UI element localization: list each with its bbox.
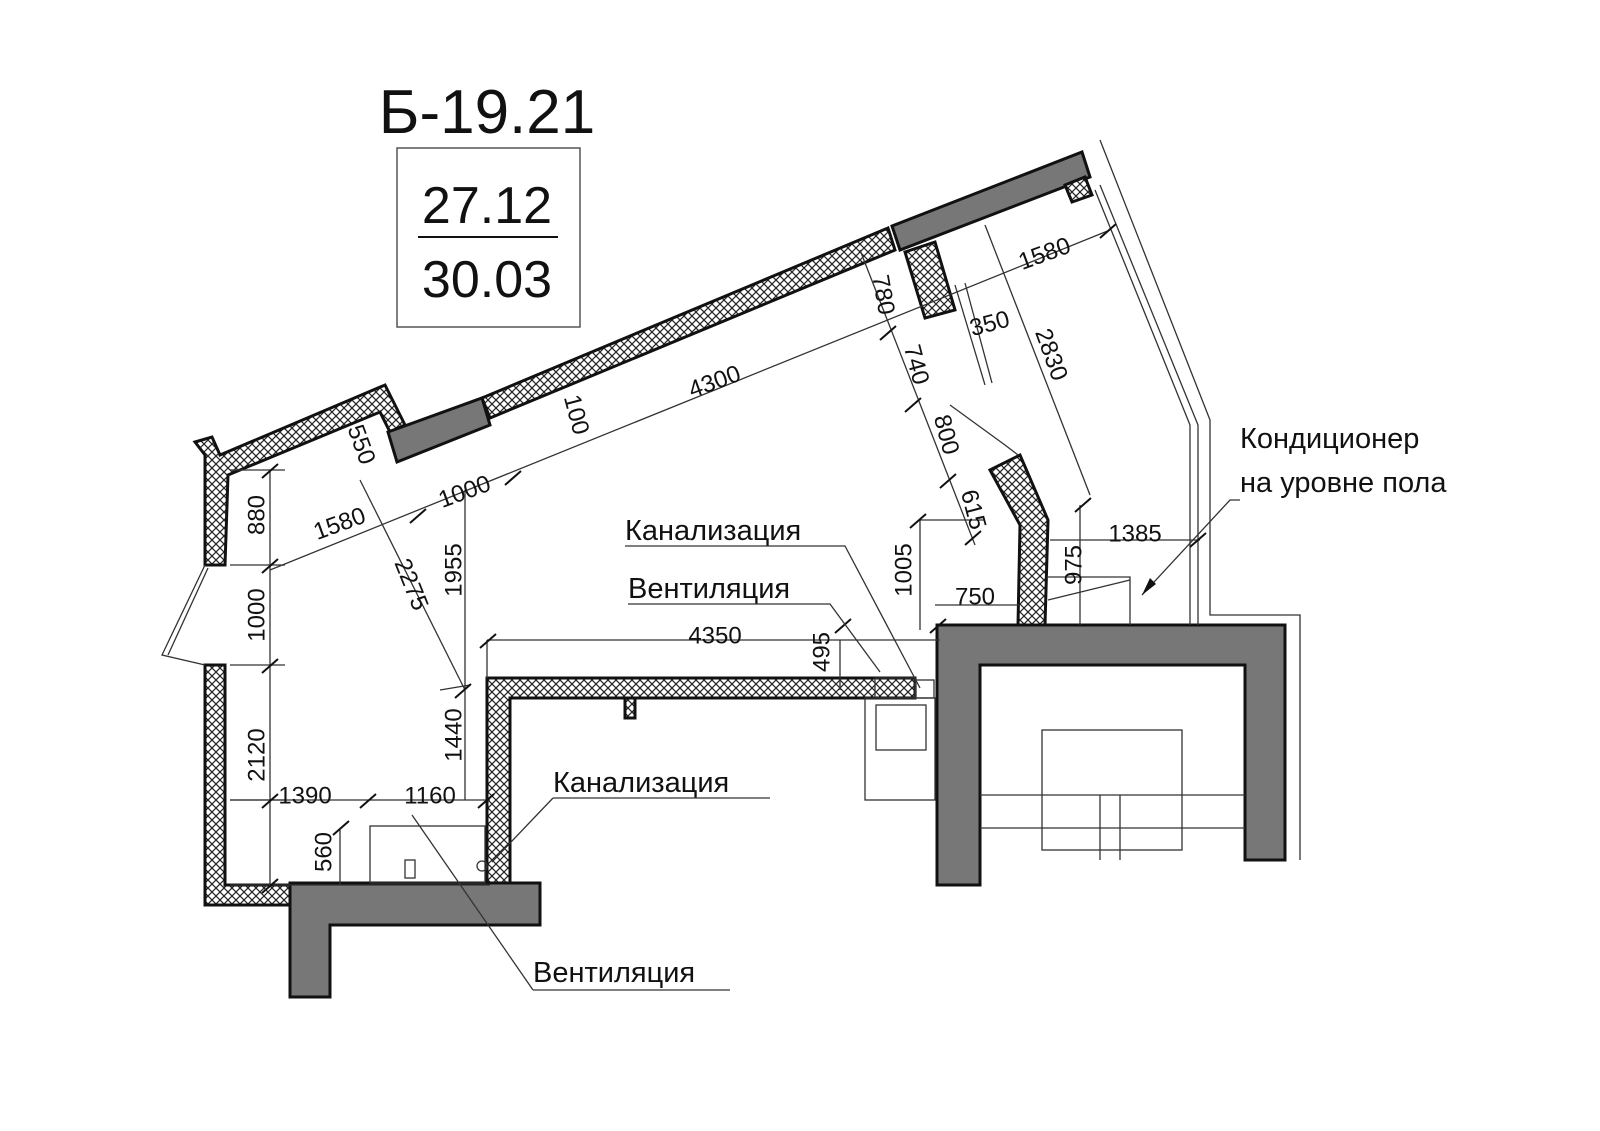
balcony-block: [1041, 729, 1183, 851]
dimension-label: 2120: [243, 728, 270, 781]
label-vent-2: Вентиляция: [533, 957, 695, 989]
label-ac-line2: на уровне пола: [1240, 467, 1447, 499]
dimension-label: 550: [342, 421, 381, 468]
dimension-label: 495: [808, 632, 835, 672]
door-swing-left: [161, 564, 206, 666]
unit-code: Б-19.21: [379, 78, 596, 147]
walls: [192, 150, 1287, 999]
dimension-lines: [230, 224, 1200, 886]
dimension-label: 880: [243, 495, 270, 535]
label-ac-line1: Кондиционер: [1240, 423, 1419, 455]
door-right: [954, 282, 993, 386]
area-box: [396, 147, 581, 328]
wall-left-lower: [203, 663, 292, 907]
dimension-label: 800: [928, 412, 964, 458]
window-right: [1094, 184, 1199, 625]
dimension-label: 1580: [310, 502, 369, 546]
label-sewer-2: Канализация: [553, 767, 729, 799]
wall-small-right: [1063, 175, 1094, 204]
dimension-label: 4350: [688, 622, 741, 649]
column-gray-left: [386, 396, 492, 464]
dimension-label: 100: [558, 392, 594, 438]
dimension-label: 560: [310, 832, 337, 872]
dimension-label: 350: [967, 306, 1013, 342]
dimension-label: 1390: [278, 782, 331, 809]
wall-stub: [623, 696, 637, 720]
wall-top-left: [192, 383, 408, 567]
dimension-label: 1440: [440, 708, 467, 761]
annotations: Канализация Вентиляция Канализация Венти…: [411, 423, 1447, 991]
column-gray-right: [890, 150, 1092, 252]
column-gray-u: [935, 623, 1287, 887]
dimension-label: 1000: [243, 588, 270, 641]
column-gray-l: [288, 881, 542, 999]
dimension-label: 750: [955, 583, 995, 610]
dimension-label: 1955: [440, 543, 467, 596]
dimension-label: 615: [955, 487, 991, 533]
dimension-label: 4300: [685, 360, 744, 404]
dimension-ticks: [261, 223, 1207, 894]
label-sewer-1: Канализация: [625, 515, 801, 547]
label-vent-1: Вентиляция: [628, 573, 790, 605]
dimension-label: 975: [1060, 545, 1087, 585]
wall-top-diagonal: [480, 225, 897, 420]
area-living: 27.12: [422, 177, 552, 235]
dimension-label: 780: [866, 273, 900, 317]
area-total: 30.03: [422, 251, 552, 309]
dimension-label: 740: [898, 342, 934, 388]
fixtures: [161, 139, 1301, 884]
dimension-label: 1005: [890, 543, 917, 596]
bathtub: [369, 825, 486, 884]
dimension-label: 1385: [1108, 520, 1161, 547]
dimension-label: 2275: [389, 555, 434, 615]
column-hatched: [903, 240, 957, 320]
wall-right-slanted: [987, 452, 1050, 627]
dimension-label: 1580: [1015, 232, 1074, 276]
dimension-label: 1160: [404, 782, 456, 809]
